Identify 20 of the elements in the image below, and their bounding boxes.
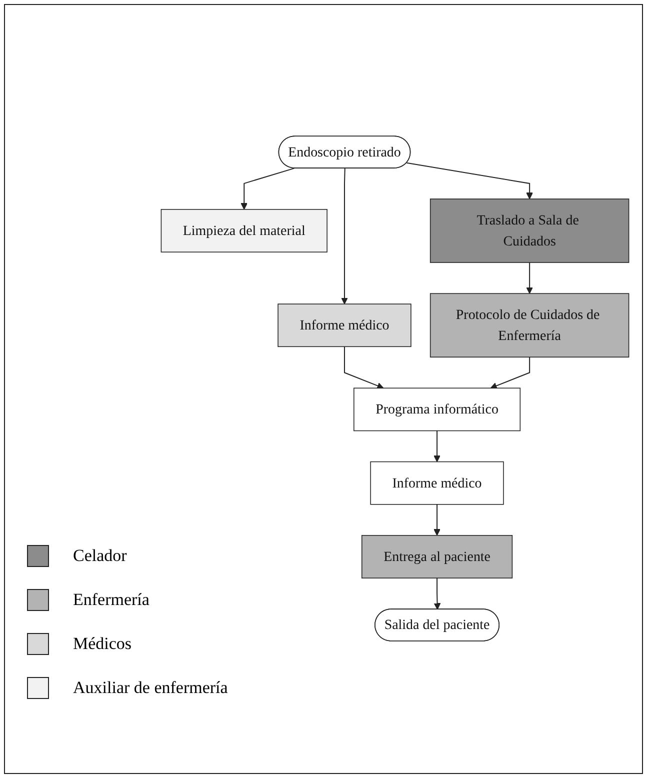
- legend-label: Médicos: [73, 634, 132, 654]
- legend-label: Enfermería: [73, 590, 150, 610]
- legend-label: Celador: [73, 546, 127, 566]
- node-box: [354, 388, 521, 432]
- node-box: [370, 461, 504, 505]
- arrow: [434, 504, 440, 536]
- node-box: [278, 304, 412, 348]
- node-box: [430, 293, 630, 358]
- node-box: [160, 209, 328, 252]
- node-box: [361, 535, 513, 578]
- arrow: [240, 168, 294, 210]
- arrow: [341, 168, 348, 304]
- arrow: [344, 346, 384, 389]
- arrow: [434, 430, 440, 462]
- arrow: [526, 262, 533, 294]
- arrow: [490, 357, 530, 389]
- arrow: [434, 578, 441, 610]
- node-box: [430, 198, 630, 263]
- arrow: [406, 162, 533, 200]
- legend-label: Auxiliar de enfermería: [73, 678, 228, 698]
